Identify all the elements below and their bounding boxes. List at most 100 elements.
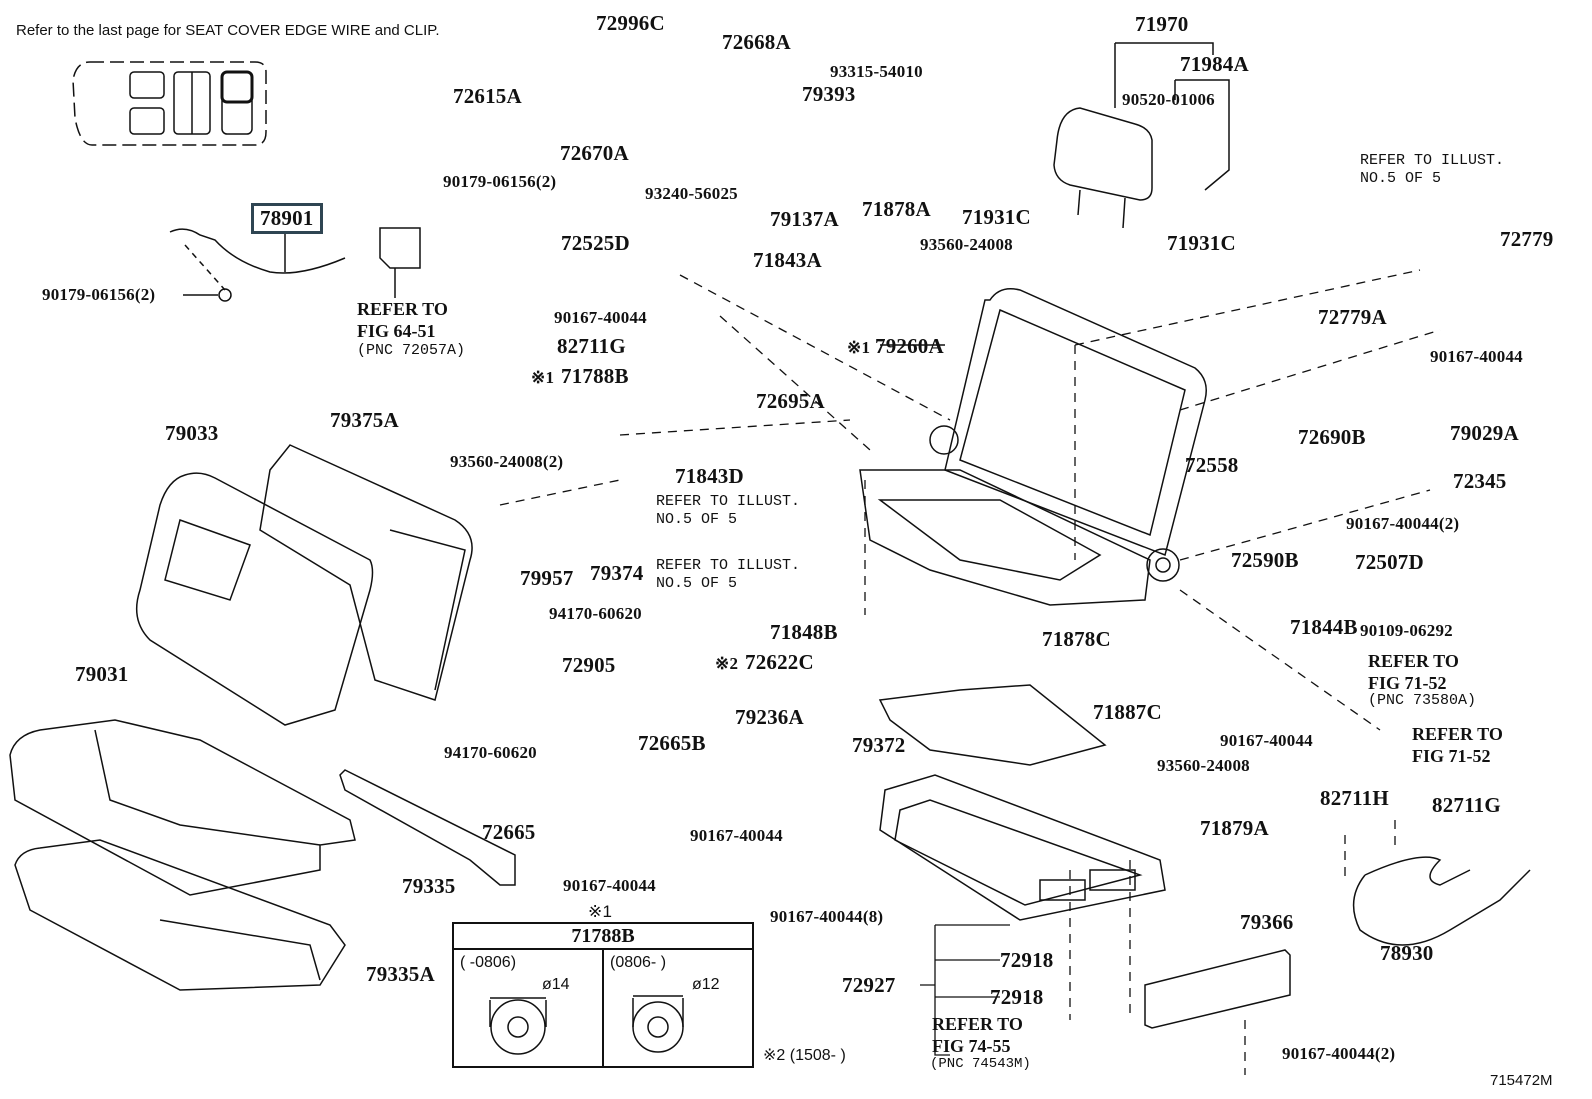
- reference-note[interactable]: REFER TO FIG 74-55: [932, 1014, 1023, 1056]
- part-label[interactable]: 79033: [165, 421, 219, 445]
- part-label[interactable]: 90167-40044(8): [770, 907, 884, 926]
- headrest-71970: [1053, 42, 1230, 229]
- part-label[interactable]: 71931C: [962, 205, 1031, 229]
- reference-note[interactable]: REFER TO ILLUST. NO.5 OF 5: [656, 493, 801, 528]
- reference-note[interactable]: REFER TO ILLUST. NO.5 OF 5: [1360, 152, 1505, 187]
- part-label[interactable]: 72905: [562, 653, 616, 677]
- part-label[interactable]: 93560-24008: [920, 235, 1013, 254]
- part-label[interactable]: 79236A: [735, 705, 804, 729]
- reference-note[interactable]: REFER TO FIG 71-52: [1368, 651, 1459, 693]
- variant-cell: ( -0806) ø14: [454, 950, 604, 1066]
- seatback-frame-79260A: [880, 288, 1207, 557]
- part-label[interactable]: 90109-06292: [1360, 621, 1453, 640]
- part-label[interactable]: 90520-01006: [1122, 90, 1215, 109]
- part-label[interactable]: 93560-24008(2): [450, 452, 564, 471]
- part-label[interactable]: 72345: [1453, 469, 1507, 493]
- part-label[interactable]: 72668A: [722, 30, 791, 54]
- part-label[interactable]: 71878A: [862, 197, 931, 221]
- variant-table: 71788B ( -0806) ø14 (0806- ) ø12: [452, 922, 754, 1068]
- part-label[interactable]: 72665: [482, 820, 536, 844]
- part-label[interactable]: 79393: [802, 82, 856, 106]
- part-label[interactable]: 90167-40044: [690, 826, 783, 845]
- part-label[interactable]: 71931C: [1167, 231, 1236, 255]
- part-label[interactable]: 71970: [1135, 12, 1189, 36]
- part-label[interactable]: 72695A: [756, 389, 825, 413]
- part-label[interactable]: 90167-40044(2): [1346, 514, 1460, 533]
- part-label[interactable]: 72615A: [453, 84, 522, 108]
- part-label[interactable]: 71879A: [1200, 816, 1269, 840]
- part-label[interactable]: 79335: [402, 874, 456, 898]
- part-label[interactable]: 90167-40044: [1220, 731, 1313, 750]
- part-label[interactable]: 71843D: [675, 464, 744, 488]
- part-label[interactable]: 72690B: [1298, 425, 1366, 449]
- marker-1: ※1: [847, 338, 871, 357]
- part-label[interactable]: 82711G: [1432, 793, 1501, 817]
- part-label[interactable]: 72779: [1500, 227, 1554, 251]
- part-label[interactable]: 79374: [590, 561, 644, 585]
- part-label[interactable]: 79137A: [770, 207, 839, 231]
- part-label[interactable]: 72590B: [1231, 548, 1299, 572]
- part-label[interactable]: 71878C: [1042, 627, 1111, 651]
- part-label[interactable]: 79372: [852, 733, 906, 757]
- seat-lower-tray: [879, 774, 1166, 921]
- part-label[interactable]: 72918: [990, 985, 1044, 1009]
- cover-79366: [1144, 949, 1291, 1029]
- part-label[interactable]: 90167-40044: [554, 308, 647, 327]
- cushion-79335A: [14, 839, 346, 991]
- part-label[interactable]: 79260A: [875, 334, 944, 358]
- part-label[interactable]: 79375A: [330, 408, 399, 432]
- variant-table-icons: [489, 995, 684, 1055]
- reference-note-pnc: (PNC 74543M): [930, 1056, 1031, 1072]
- assembly-dashed-lines: [499, 269, 1441, 1075]
- part-label[interactable]: 71843A: [753, 248, 822, 272]
- part-label[interactable]: 72525D: [561, 231, 630, 255]
- part-label[interactable]: 78930: [1380, 941, 1434, 965]
- part-label[interactable]: 79957: [520, 566, 574, 590]
- part-label[interactable]: 90167-40044(2): [1282, 1044, 1396, 1063]
- part-label[interactable]: 72927: [842, 973, 896, 997]
- part-label[interactable]: 79031: [75, 662, 129, 686]
- part-label[interactable]: 72779A: [1318, 305, 1387, 329]
- part-label[interactable]: 71848B: [770, 620, 838, 644]
- part-label[interactable]: 72918: [1000, 948, 1054, 972]
- reference-note[interactable]: REFER TO FIG 71-52: [1412, 724, 1503, 766]
- reference-note[interactable]: REFER TO ILLUST. NO.5 OF 5: [656, 557, 801, 592]
- cushion-frame: [859, 425, 1180, 606]
- part-label-highlighted[interactable]: 78901: [251, 203, 323, 234]
- part-label[interactable]: 93315-54010: [830, 62, 923, 81]
- reference-note[interactable]: REFER TO FIG 64-51: [357, 299, 448, 341]
- part-label[interactable]: 72996C: [596, 11, 665, 35]
- part-label[interactable]: 79335A: [366, 962, 435, 986]
- part-label[interactable]: 90167-40044: [563, 876, 656, 895]
- reference-note-pnc: (PNC 73580A): [1368, 692, 1477, 709]
- part-label[interactable]: 71984A: [1180, 52, 1249, 76]
- part-label[interactable]: 71887C: [1093, 700, 1162, 724]
- part-label[interactable]: 79029A: [1450, 421, 1519, 445]
- part-label[interactable]: 79366: [1240, 910, 1294, 934]
- part-label[interactable]: 71788B: [561, 364, 629, 388]
- part-label[interactable]: 72665B: [638, 731, 706, 755]
- part-label[interactable]: 82711H: [1320, 786, 1389, 810]
- group-bracket-72927: [920, 924, 1010, 1056]
- part-label[interactable]: 93240-56025: [645, 184, 738, 203]
- cable-78901: [169, 227, 421, 302]
- variant-table-header: 71788B: [454, 924, 752, 950]
- variant-table-marker: ※1: [588, 902, 613, 921]
- part-label[interactable]: 72507D: [1355, 550, 1424, 574]
- part-label[interactable]: 72622C: [745, 650, 814, 674]
- part-label[interactable]: 71844B: [1290, 615, 1358, 639]
- part-label[interactable]: 82711G: [557, 334, 626, 358]
- part-label[interactable]: 93560-24008: [1157, 756, 1250, 775]
- marker-1: ※1: [531, 368, 555, 387]
- part-label[interactable]: 72558: [1185, 453, 1239, 477]
- part-label[interactable]: 72670A: [560, 141, 629, 165]
- part-label[interactable]: 94170-60620: [444, 743, 537, 762]
- part-label[interactable]: 90167-40044: [1430, 347, 1523, 366]
- variant-diameter: ø14: [542, 976, 570, 993]
- part-label[interactable]: 94170-60620: [549, 604, 642, 623]
- shield-71887C: [878, 684, 1107, 766]
- part-label[interactable]: 90179-06156(2): [443, 172, 557, 191]
- part-label[interactable]: 90179-06156(2): [42, 285, 156, 304]
